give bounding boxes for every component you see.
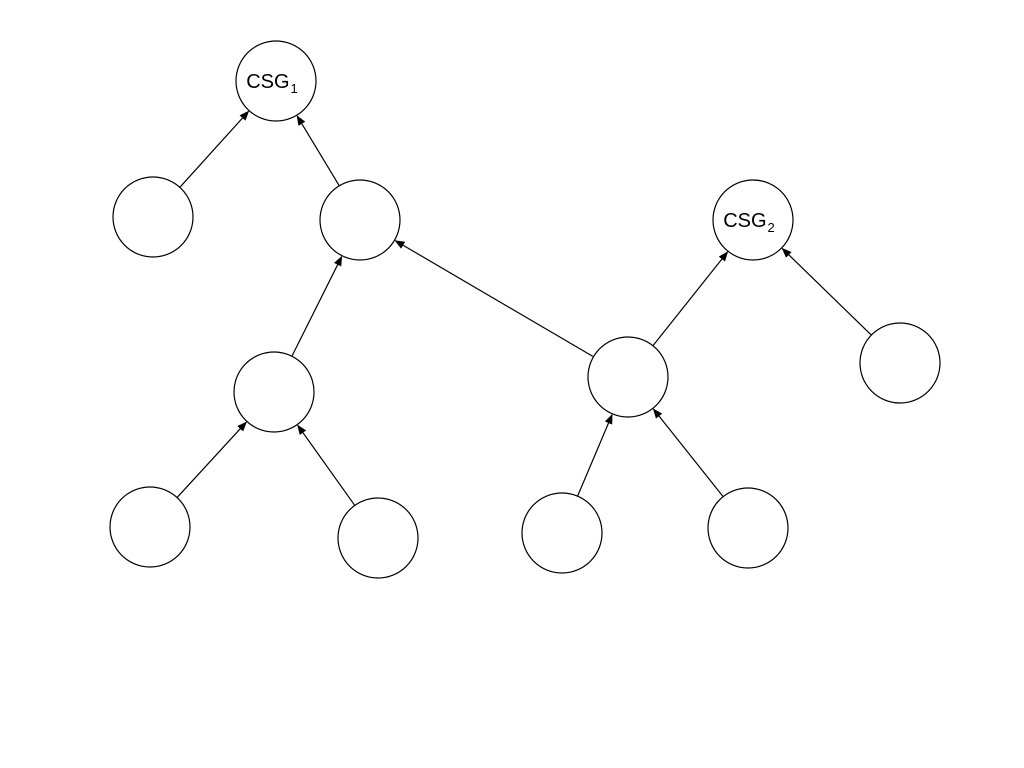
arrow-n_l2b-to-csg2	[652, 251, 729, 347]
node-n_l3b	[337, 497, 419, 579]
node-circle	[112, 176, 194, 258]
node-label: CSG1	[246, 71, 298, 96]
node-n_l1b	[319, 179, 401, 261]
node-n_l2b	[587, 336, 669, 418]
node-circle	[235, 40, 317, 122]
arrow-n_l3d-to-n_l2b	[652, 408, 724, 498]
node-circle	[521, 492, 603, 574]
node-csg2: CSG2	[712, 179, 794, 261]
node-label-subscript: 2	[768, 220, 775, 235]
node-circle	[712, 179, 794, 261]
arrow-n_l1b-to-csg1	[296, 115, 340, 187]
arrow-n_l2c-to-csg2	[781, 247, 872, 336]
node-circle	[233, 351, 315, 433]
node-n_l3d	[707, 487, 789, 569]
node-label-subscript: 1	[291, 81, 298, 96]
node-circle	[707, 487, 789, 569]
arrow-n_l2a-to-n_l1b	[291, 255, 343, 357]
node-circle	[319, 179, 401, 261]
arrow-n_l3c-to-n_l2b	[577, 413, 613, 497]
node-circle	[859, 322, 941, 404]
arrow-n_l1a-to-csg1	[179, 110, 250, 188]
arrow-n_l3a-to-n_l2a	[176, 421, 247, 498]
node-label-main: CSG	[723, 210, 766, 232]
node-n_l3c	[521, 492, 603, 574]
node-label: CSG2	[723, 210, 775, 235]
node-circle	[587, 336, 669, 418]
node-n_l1a	[112, 176, 194, 258]
node-n_l2c	[859, 322, 941, 404]
edges-layer	[176, 110, 872, 506]
node-csg1: CSG1	[235, 40, 317, 122]
node-circle	[337, 497, 419, 579]
arrow-n_l3b-to-n_l2a	[297, 424, 356, 506]
node-label-main: CSG	[246, 71, 289, 93]
arrow-n_l2b-to-n_l1b	[394, 240, 594, 358]
node-n_l2a	[233, 351, 315, 433]
node-n_l3a	[109, 486, 191, 568]
node-circle	[109, 486, 191, 568]
